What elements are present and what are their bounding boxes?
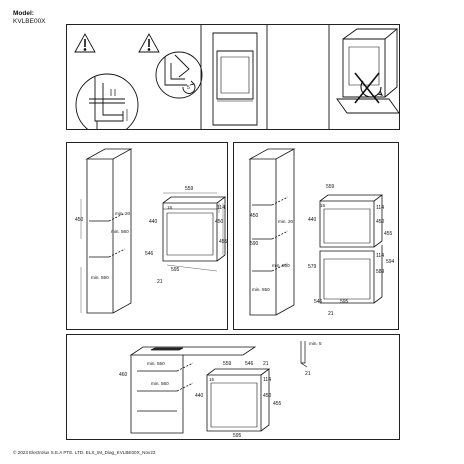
dim-595: 595 bbox=[233, 433, 242, 439]
dim-595: 595 bbox=[171, 267, 180, 273]
dim-546: 546 bbox=[245, 361, 254, 367]
dim-579: 579 bbox=[308, 264, 317, 270]
dim-114: 114 bbox=[263, 377, 271, 383]
dim-559: 559 bbox=[185, 186, 194, 192]
dim-min-550: min. 550 bbox=[147, 361, 165, 366]
dim-21: 21 bbox=[328, 311, 334, 317]
dim-15: 15 bbox=[320, 203, 326, 208]
dim-440: 440 bbox=[195, 393, 204, 399]
dim-114: 114 bbox=[376, 205, 384, 211]
dim-455: 455 bbox=[273, 401, 282, 407]
dim-440: 440 bbox=[149, 219, 158, 225]
single-oven-column-drawing: 450 min. 20 min. 560 min. 550 559 15 440… bbox=[75, 148, 227, 314]
dim-559: 559 bbox=[326, 184, 335, 190]
dim-440: 440 bbox=[308, 217, 317, 223]
dim-450-cabinet: 450 bbox=[250, 213, 259, 219]
model-header: Model: KVLBE00X bbox=[13, 10, 46, 26]
under-counter-panel: 460 min. 550 min. 560 559 546 21 15 440 … bbox=[66, 334, 400, 440]
dim-min-550: min. 550 bbox=[91, 275, 109, 280]
detail-circle-left bbox=[75, 73, 139, 129]
dim-15: 15 bbox=[167, 205, 173, 210]
dim-21-side: 21 bbox=[305, 371, 311, 377]
dim-min-20: min. 20 bbox=[115, 211, 131, 216]
installation-warning-panel: 5 bbox=[66, 24, 400, 130]
warning-triangle-icon-2 bbox=[138, 33, 160, 53]
dim-450: 450 bbox=[376, 219, 385, 225]
under-counter-drawing: 460 min. 550 min. 560 559 546 21 15 440 … bbox=[119, 341, 322, 439]
dim-min-20: min. 20 bbox=[278, 219, 294, 224]
double-oven-column-drawing: 559 450 min. 20 590 min. 560 min. 550 15… bbox=[248, 148, 395, 317]
forbidden-cross-icon bbox=[354, 72, 380, 104]
dim-21: 21 bbox=[263, 361, 269, 367]
dim-595: 595 bbox=[340, 299, 349, 305]
dim-21: 21 bbox=[157, 279, 163, 285]
dim-546: 546 bbox=[145, 251, 154, 257]
dim-594: 594 bbox=[386, 259, 395, 265]
dim-min-560: min. 560 bbox=[151, 381, 169, 386]
dim-15: 15 bbox=[209, 377, 215, 382]
dim-min-560: min. 560 bbox=[111, 229, 129, 234]
installation-warning-drawing: 5 bbox=[74, 25, 399, 129]
dim-460: 460 bbox=[119, 372, 128, 378]
gap-dimension: 5 bbox=[187, 85, 190, 91]
dim-min-560: min. 560 bbox=[272, 263, 290, 268]
double-oven-column-panel: 559 450 min. 20 590 min. 560 min. 550 15… bbox=[233, 142, 399, 330]
dim-455: 455 bbox=[384, 231, 393, 237]
model-label: Model: bbox=[13, 10, 34, 17]
warning-triangle-icon bbox=[74, 33, 96, 53]
dim-455: 455 bbox=[219, 239, 227, 245]
dim-min-5: min. 5 bbox=[309, 341, 322, 346]
dim-114-lower: 114 bbox=[376, 253, 384, 259]
dim-546: 546 bbox=[314, 299, 323, 305]
dim-559: 559 bbox=[223, 361, 232, 367]
dim-min-550: min. 550 bbox=[252, 287, 270, 292]
dim-450: 450 bbox=[263, 393, 272, 399]
model-number: KVLBE00X bbox=[13, 18, 46, 25]
dim-590: 590 bbox=[250, 241, 259, 247]
dim-114: 114 bbox=[217, 205, 225, 211]
copyright-footer: © 2023 Electrolux S.E.A PTE. LTD. ELX_IM… bbox=[13, 450, 156, 455]
single-oven-column-panel: 450 min. 20 min. 560 min. 550 559 15 440… bbox=[66, 142, 228, 330]
dim-450-cabinet: 450 bbox=[75, 217, 84, 223]
dim-450: 450 bbox=[215, 219, 224, 225]
dim-589: 589 bbox=[376, 269, 385, 275]
detail-circle-right bbox=[155, 51, 203, 99]
